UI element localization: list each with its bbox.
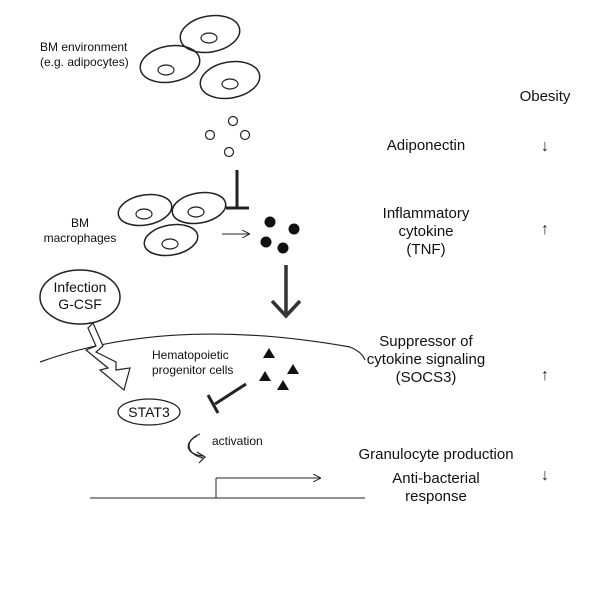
label-line: Anti-bacterial [392, 470, 480, 487]
label-line: Hematopoietic [152, 348, 229, 362]
macrophage-nucleus [135, 208, 153, 220]
macrophage-cells [117, 191, 227, 257]
tnf-molecules [260, 216, 300, 254]
trend-up-icon: ↑ [541, 221, 549, 238]
obesity-header: Obesity [519, 88, 571, 105]
label-line: (e.g. adipocytes) [40, 55, 129, 69]
label-line: progenitor cells [152, 363, 234, 377]
adipocyte-nucleus [221, 78, 239, 90]
adipocyte-cells [139, 14, 261, 100]
adipocyte-cell [179, 14, 241, 54]
label-line: BM [71, 216, 89, 230]
adiponectin-molecules [204, 115, 251, 158]
label-line: cytokine signaling [366, 351, 486, 368]
bm-macrophages-label: BM macrophages [44, 216, 117, 246]
label-line: G-CSF [58, 296, 102, 312]
gene-promoter [90, 478, 365, 499]
row-label-socs3: Suppressor of cytokine signaling (SOCS3) [367, 333, 485, 387]
trend-up-icon: ↑ [541, 367, 549, 384]
label-line: (TNF) [406, 241, 446, 258]
label-line: Inflammatory [382, 205, 470, 222]
signal-zigzag-arrow [84, 321, 131, 392]
row-label-granulocyte: Granulocyte production Anti-bacterial re… [358, 446, 513, 506]
thick-down-arrow [270, 265, 302, 319]
label-line: response [405, 488, 467, 505]
activation-curved-arrow [187, 433, 206, 464]
adipocyte-cell [139, 44, 201, 84]
trend-down-icon: ↓ [541, 138, 549, 155]
macrophage-cell [171, 191, 227, 225]
row-label-inflammatory-cytokine: Inflammatory cytokine (TNF) [383, 205, 470, 259]
bm-environment-label: BM environment (e.g. adipocytes) [40, 40, 129, 70]
adipocyte-nucleus [200, 32, 218, 44]
label-line: Adiponectin [386, 137, 466, 154]
label-line: (SOCS3) [395, 369, 457, 386]
macrophage-nucleus [161, 238, 179, 250]
inhibition-bar-adiponectin [226, 170, 249, 210]
label-line: Suppressor of [379, 333, 473, 350]
label-line: BM environment [40, 40, 128, 54]
hematopoietic-label: Hematopoietic progenitor cells [152, 348, 233, 378]
row-label-adiponectin: Adiponectin [387, 137, 465, 155]
adipocyte-cell [199, 60, 261, 100]
label-line: cytokine [398, 223, 454, 240]
macrophage-cell [143, 223, 199, 257]
inhibition-bar-socs3 [206, 382, 247, 414]
infection-gcsf-label: Infection G-CSF [54, 279, 107, 313]
label-line: macrophages [43, 231, 117, 245]
macrophage-nucleus [187, 206, 205, 218]
macrophage-cell [117, 193, 173, 227]
trend-down-icon: ↓ [541, 467, 549, 484]
label-line: Infection [53, 279, 107, 295]
activation-label: activation [212, 434, 263, 448]
stat3-bubble [117, 398, 181, 426]
label-line: Granulocyte production [358, 446, 514, 463]
adipocyte-nucleus [157, 64, 175, 76]
socs3-molecules [259, 348, 299, 390]
infection-gcsf-bubble [39, 269, 121, 325]
stat3-label: STAT3 [128, 404, 170, 420]
